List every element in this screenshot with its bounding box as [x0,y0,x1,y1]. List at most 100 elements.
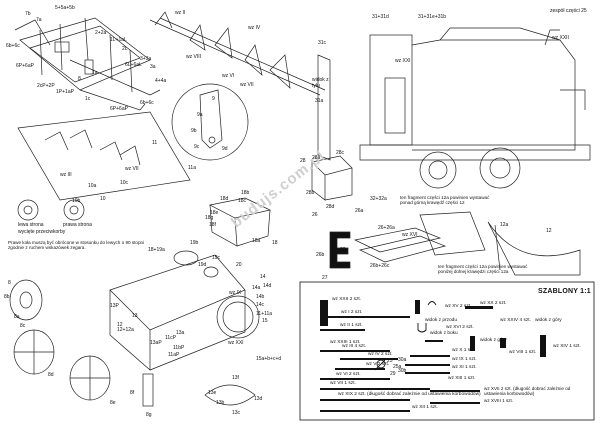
part-label: 12+12a [117,327,134,333]
template-strip [430,390,480,392]
part-label: 28 [300,158,306,164]
part-label: 18e [210,210,219,216]
template-item: widok z boku [430,331,458,336]
part-label: 2L [122,46,128,52]
part-label: 10b [72,198,81,204]
template-item: wz X 1 szt. [452,348,476,353]
template-item: wz I 2 szt. [341,310,363,315]
template-item: widok z góry [535,318,562,323]
part-label: 18b [241,190,250,196]
part-label: 25a [393,364,402,370]
template-item: wz XXIV 4 szt. [500,318,531,323]
template-strip [430,402,480,404]
part-label: 14d [263,283,272,289]
template-strip [340,358,398,360]
template-item: wz XIV 1 szt. [553,344,581,349]
wheels-instruction: Prawe koła muszą być obrócone w stosunku… [8,240,145,251]
part-label: 8e [110,400,116,406]
part-label: 18d [220,196,229,202]
part-label: 10c [120,180,129,186]
template-item: wz IV 2 szt. [368,352,393,357]
template-strip [320,399,410,401]
templates-title: SZABLONY 1:1 [538,288,591,295]
template-strip [410,355,450,357]
part-label: 13e [208,390,217,396]
part-label: 14c [256,302,265,308]
part-ref: wz VIII [186,54,202,60]
part-label: 14 [260,274,266,280]
part-label: 33 [340,247,346,253]
part-ref: wz II [175,10,186,16]
part-label: 8 [8,280,11,286]
part-label: 11aP [168,352,180,358]
part-label: 28d [326,204,335,210]
part-label: 13d [254,396,263,402]
part-label: 8f [130,390,135,396]
template-item: wz XV 2 szt. [445,304,472,309]
template-item: wz XIX 2 szt. (długość dobrać zależnie o… [338,392,481,397]
part-label: 6L+6aL [125,62,142,68]
part-ref: wz IX [229,290,242,296]
part-ref: wz VI [222,73,235,79]
template-strip [335,368,385,370]
template-item: wz XIII 1 szt. [448,376,476,381]
part-label: 6b+6c [6,43,20,49]
template-item: wz IX 1 szt. [452,357,477,362]
part-label: 31+31e+31b [418,14,447,20]
part-label: 9a [197,112,203,118]
part-label: 9c [194,144,200,150]
template-strip [320,316,410,318]
part-label: 19c [212,255,221,261]
template-item: wz VIII 1 szt. [509,350,537,355]
part-ref: wz XVI [402,232,418,238]
part-label: 26b [316,252,325,258]
part-label: 14b [256,294,265,300]
part-label: 13b [216,400,225,406]
part-label: 1c [85,96,91,102]
template-item: wz XVII 2 szt. (długość dobrać zależnie … [484,386,571,397]
part-label: 14a [252,285,261,291]
part-label: 28a [312,155,321,161]
part-label: 9 [212,96,215,102]
part-label: 11a [188,165,196,171]
part-label: 15a+b+c+d [256,356,282,362]
fitting-note-bottom: ten fragment części 12a powinien wystawa… [438,264,528,275]
part-label: 10 [100,196,106,202]
template-item: widok z góry [480,338,507,343]
template-strip [405,372,450,374]
template-strip [320,388,430,390]
part-label: 6P+6aP [110,106,128,112]
part-label: 19d [198,262,207,268]
template-item: wz XVIII 1 szt. [484,398,514,403]
template-item: wz II 1 szt. [340,323,363,328]
part-label: 9b [191,128,197,134]
part-label: 13 [132,313,138,319]
part-ref: wz XXII [552,35,569,41]
part-ref: wz VII [125,166,139,172]
template-strip [320,410,410,412]
part-label: 12 [117,322,123,328]
part-label: 2cP+2P [37,83,55,89]
part-label: 3a [150,64,156,70]
part-label: 27 [322,275,328,281]
part-label: 7b [25,11,31,17]
template-strip [320,378,390,380]
part-label: 26b+26c [370,263,390,269]
template-item: wz VII 1 szt. [330,381,356,386]
part-ref: wz XXI [395,58,411,64]
part-label: 1a [92,70,98,76]
part-label: 18a [252,238,261,244]
part-label: 32+32a [370,196,387,202]
template-item: wz VI 2 szt. [336,372,361,377]
part-ref: wz VII [240,82,254,88]
part-ref: wz IV [248,25,261,31]
part-label: 31+31d [372,14,389,20]
part-label: 8d [48,372,54,378]
part-label: 1P+1aP [56,89,74,95]
part-label: 31c [318,40,327,46]
part-label: 11cP [165,335,177,341]
fitting-note-top: ten fragment części 12a powinien wystawa… [400,195,490,206]
template-strip [320,350,390,352]
